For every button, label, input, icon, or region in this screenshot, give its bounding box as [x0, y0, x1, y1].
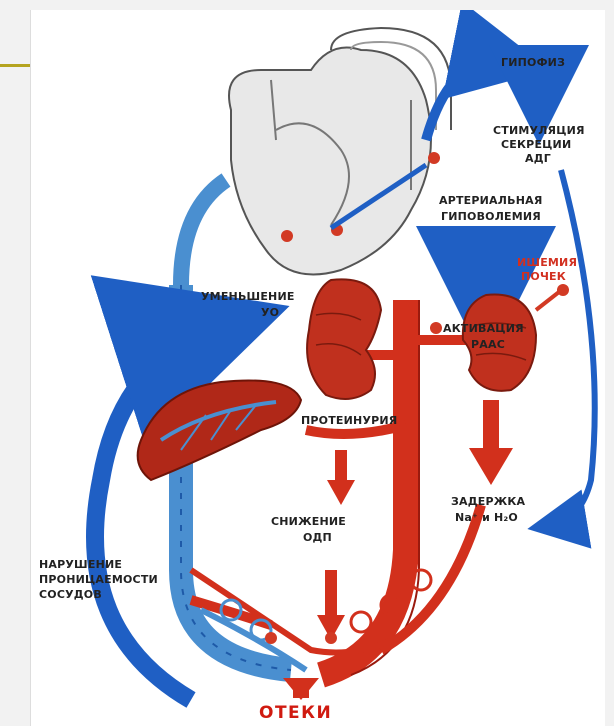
label-hypovolemia-2: ГИПОВОЛЕМИЯ	[441, 210, 541, 223]
label-permeability-2: ПРОНИЦАЕМОСТИ	[39, 573, 158, 586]
label-odp-2: ОДП	[303, 531, 332, 544]
slide-accent-line	[0, 64, 34, 67]
label-stimulation-2: СЕКРЕЦИИ	[501, 138, 571, 151]
label-raas-1: АКТИВАЦИЯ	[443, 322, 524, 335]
label-stimulation-1: СТИМУЛЯЦИЯ	[493, 124, 585, 137]
label-hypophysis: ГИПОФИЗ	[501, 56, 565, 69]
label-hypovolemia-1: АРТЕРИАЛЬНАЯ	[439, 194, 542, 207]
liver-icon	[138, 380, 301, 480]
label-odp-1: СНИЖЕНИЕ	[271, 515, 346, 528]
label-decrease-uo-1: УМЕНЬШЕНИЕ	[201, 290, 295, 303]
label-retention-2: Na⁺ и H₂O	[455, 511, 518, 524]
label-retention-1: ЗАДЕРЖКА	[451, 495, 526, 508]
label-ischemia-2: ПОЧЕК	[521, 270, 566, 283]
label-decrease-uo-2: УО	[261, 306, 279, 319]
label-raas-2: РААС	[471, 338, 505, 351]
edema-pathogenesis-diagram: ГИПОФИЗ СТИМУЛЯЦИЯ СЕКРЕЦИИ АДГ АРТЕРИАЛ…	[31, 10, 605, 726]
label-permeability-3: СОСУДОВ	[39, 588, 102, 601]
figure-frame: ГИПОФИЗ СТИМУЛЯЦИЯ СЕКРЕЦИИ АДГ АРТЕРИАЛ…	[30, 10, 605, 726]
label-stimulation-3: АДГ	[525, 152, 551, 165]
arrowhead-odp	[327, 480, 355, 505]
label-ischemia-1: ИШЕМИЯ	[517, 256, 577, 269]
heart-icon	[229, 28, 451, 275]
arrow-adh-to-retention	[551, 170, 595, 525]
kidney-icon	[307, 279, 381, 399]
label-proteinuria: ПРОТЕИНУРИЯ	[301, 414, 397, 427]
arrowhead-edema	[283, 678, 319, 700]
label-permeability-1: НАРУШЕНИЕ	[39, 558, 122, 571]
arrowhead-retention	[469, 448, 513, 485]
label-edema: ОТЕКИ	[259, 703, 332, 723]
